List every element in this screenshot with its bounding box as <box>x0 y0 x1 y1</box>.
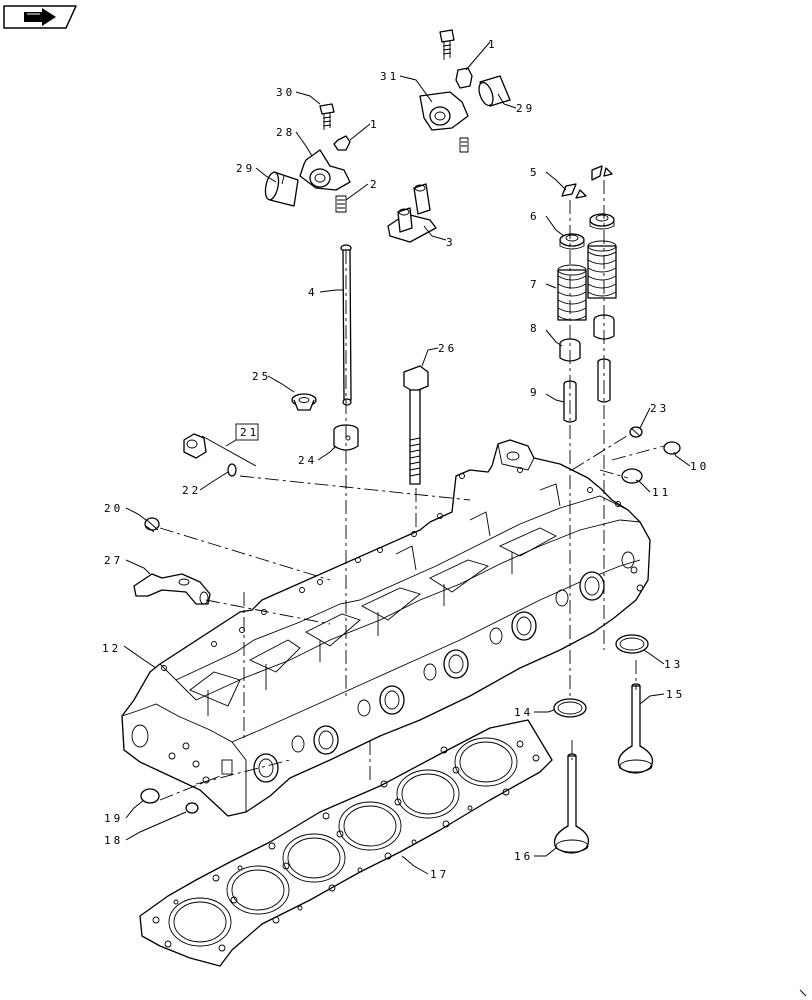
callout-1-left: 1 <box>370 118 380 131</box>
arrow-right-icon[interactable] <box>3 5 77 29</box>
callout-31: 31 <box>380 70 399 83</box>
rocker-bracket-3 <box>387 183 437 243</box>
callout-1-top: 1 <box>488 38 498 51</box>
callout-13: 13 <box>664 658 683 671</box>
valve-seat-13 <box>615 634 649 654</box>
head-bolt-26 <box>403 365 429 485</box>
plug-23 <box>629 426 643 438</box>
plug-10 <box>663 441 681 455</box>
valve-spring-7-left <box>557 264 587 321</box>
valve-keepers-5-left <box>561 183 587 199</box>
callout-11: 11 <box>652 486 671 499</box>
callout-6: 6 <box>530 210 540 223</box>
callout-4: 4 <box>308 286 318 299</box>
reference-box-21 <box>201 423 259 467</box>
callout-9: 9 <box>530 386 540 399</box>
push-rod-4 <box>340 244 352 406</box>
adjust-screw-2 <box>335 195 347 213</box>
callout-26: 26 <box>438 342 457 355</box>
callout-19: 19 <box>104 812 123 825</box>
callout-25: 25 <box>252 370 271 383</box>
callout-leader-lines <box>123 41 691 875</box>
corner-mark <box>799 989 807 997</box>
rocker-pin-29-left <box>264 171 299 207</box>
callout-17: 17 <box>430 868 449 881</box>
plug-25 <box>291 393 317 411</box>
callout-3: 3 <box>446 236 456 249</box>
bolt-top <box>439 29 455 60</box>
plug-18 <box>185 802 199 814</box>
rocker-pin-29-right <box>478 75 511 107</box>
callout-labels: 1 1 2 3 4 5 6 7 8 9 10 11 12 13 14 15 16… <box>102 38 709 881</box>
callout-30: 30 <box>276 86 295 99</box>
callout-7: 7 <box>530 278 540 291</box>
head-gasket <box>139 719 553 967</box>
plug-20 <box>144 517 160 533</box>
spring-retainer-6-right <box>589 213 615 230</box>
exhaust-valve-15 <box>617 683 654 774</box>
spring-retainer-6-left <box>559 233 585 250</box>
valve-spring-7-right <box>587 240 617 299</box>
nut-1-right <box>455 67 473 89</box>
callout-24: 24 <box>298 454 317 467</box>
assembly-center-lines <box>159 180 665 801</box>
rocker-arm-28 <box>299 149 351 191</box>
callout-8: 8 <box>530 322 540 335</box>
callout-29-right: 29 <box>516 102 535 115</box>
valve-seat-14 <box>553 698 587 718</box>
head-bolt-holes <box>161 467 621 671</box>
callout-23: 23 <box>650 402 669 415</box>
gasket-bores <box>168 737 518 947</box>
callout-16: 16 <box>514 850 533 863</box>
callout-12: 12 <box>102 642 121 655</box>
callout-18: 18 <box>104 834 123 847</box>
seal-ring-22 <box>227 463 237 477</box>
callout-10: 10 <box>690 460 709 473</box>
callout-27: 27 <box>104 554 123 567</box>
callout-28: 28 <box>276 126 295 139</box>
callout-5: 5 <box>530 166 540 179</box>
callout-21: 21 <box>240 426 259 439</box>
nut-1-left <box>333 135 351 151</box>
gasket-holes <box>152 740 540 952</box>
callout-20: 20 <box>104 502 123 515</box>
bracket-27 <box>133 573 211 605</box>
callout-29-left: 29 <box>236 162 255 175</box>
callout-15: 15 <box>666 688 685 701</box>
callout-2: 2 <box>370 178 380 191</box>
valve-keepers-5-right <box>591 165 613 181</box>
callout-22: 22 <box>182 484 201 497</box>
bolt-30 <box>319 103 335 130</box>
cylinder-head-ports <box>253 551 635 783</box>
plug-11 <box>621 468 643 484</box>
intake-valve-16 <box>553 753 590 854</box>
sensor-part-21 <box>183 433 207 459</box>
rocker-arm-31 <box>419 91 469 131</box>
adjust-screw-top <box>459 137 469 153</box>
callout-14: 14 <box>514 706 533 719</box>
plug-19 <box>140 788 160 804</box>
